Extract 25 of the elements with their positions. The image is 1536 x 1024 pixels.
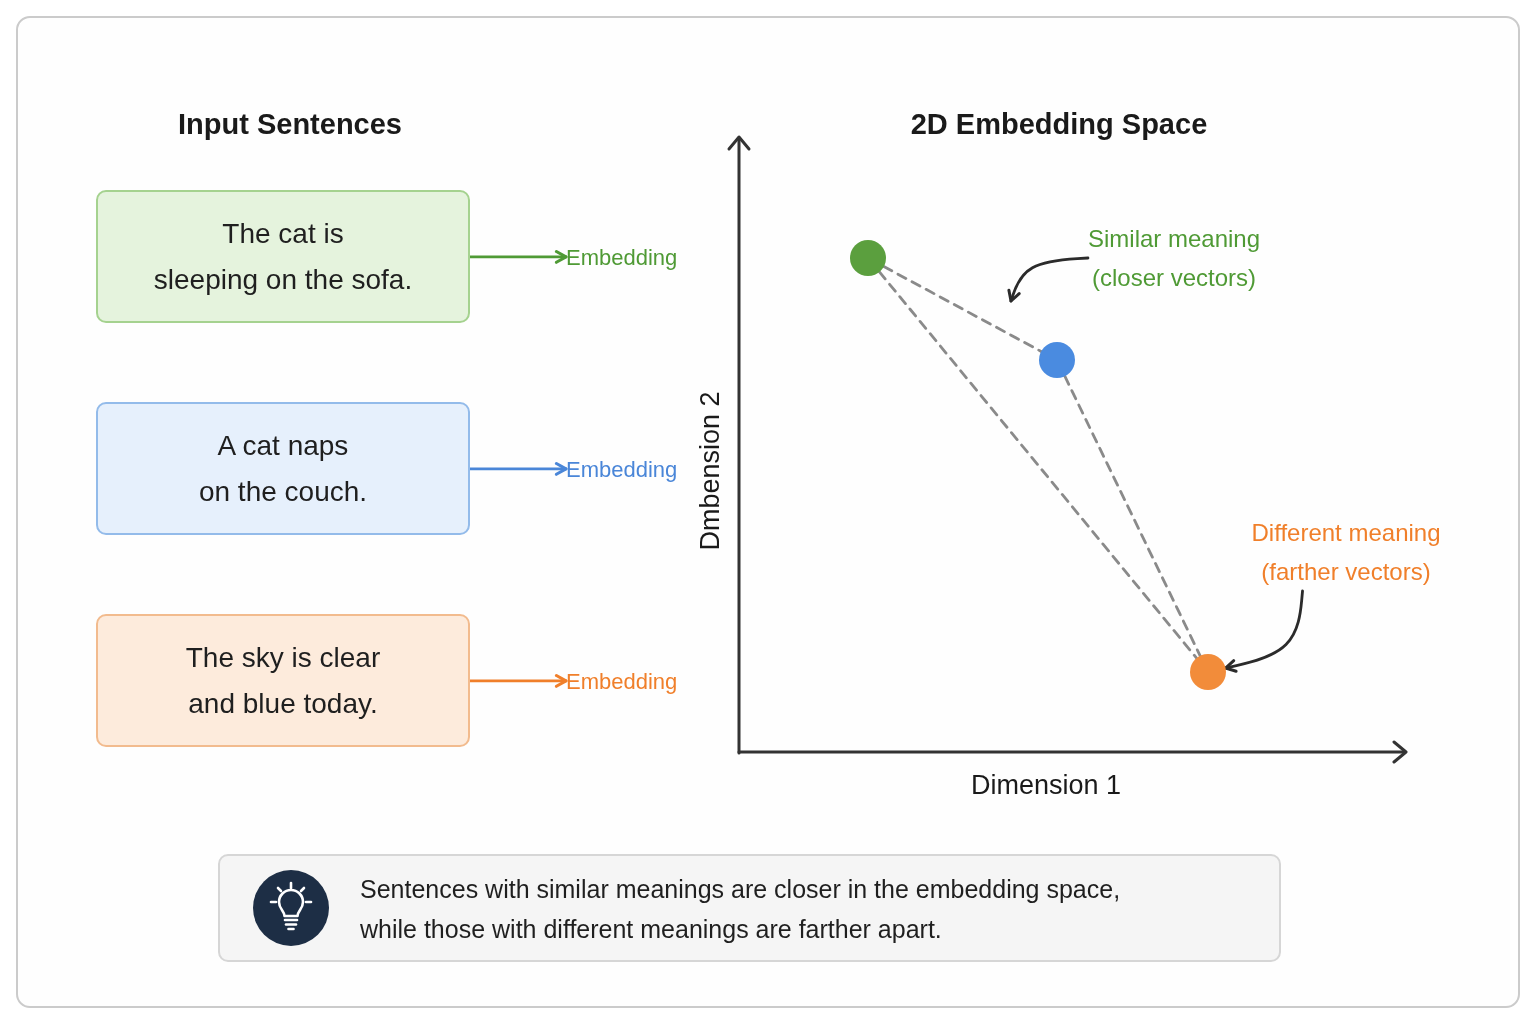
sentence-box — [96, 614, 470, 747]
arrow — [468, 250, 568, 264]
curved-arrow — [1007, 256, 1090, 303]
annotation-text: Different meaning (farther vectors) — [1251, 513, 1441, 591]
sentence-box — [96, 190, 470, 323]
dashed-line — [878, 270, 1198, 660]
embedding-label: Embedding — [566, 242, 678, 272]
dashed-line — [1063, 374, 1202, 658]
note-text: Sentences with similar meanings are closer in the embedding space, while those with different meanings are farther apart. — [360, 874, 1121, 945]
sentence-text: A cat naps on the couch. — [198, 428, 368, 509]
annotation-text: Similar meaning (closer vectors) — [1087, 219, 1261, 297]
sentence-text: The cat is sleeping on the sofa. — [153, 216, 413, 297]
arrow — [468, 462, 568, 476]
note-box — [218, 854, 1281, 962]
section-heading: Input Sentences — [178, 107, 402, 142]
axis-label: Dimension 1 — [970, 769, 1122, 801]
embedding-label: Embedding — [566, 454, 678, 484]
dashed-line — [882, 265, 1043, 353]
section-heading: 2D Embedding Space — [910, 107, 1208, 142]
arrow — [468, 674, 568, 688]
embedding-label: Embedding — [566, 666, 678, 696]
sentence-box — [96, 402, 470, 535]
axis-label: Dmbension 2 — [694, 391, 726, 551]
curved-arrow — [1224, 589, 1304, 673]
sentence-text: The sky is clear and blue today. — [185, 640, 381, 721]
